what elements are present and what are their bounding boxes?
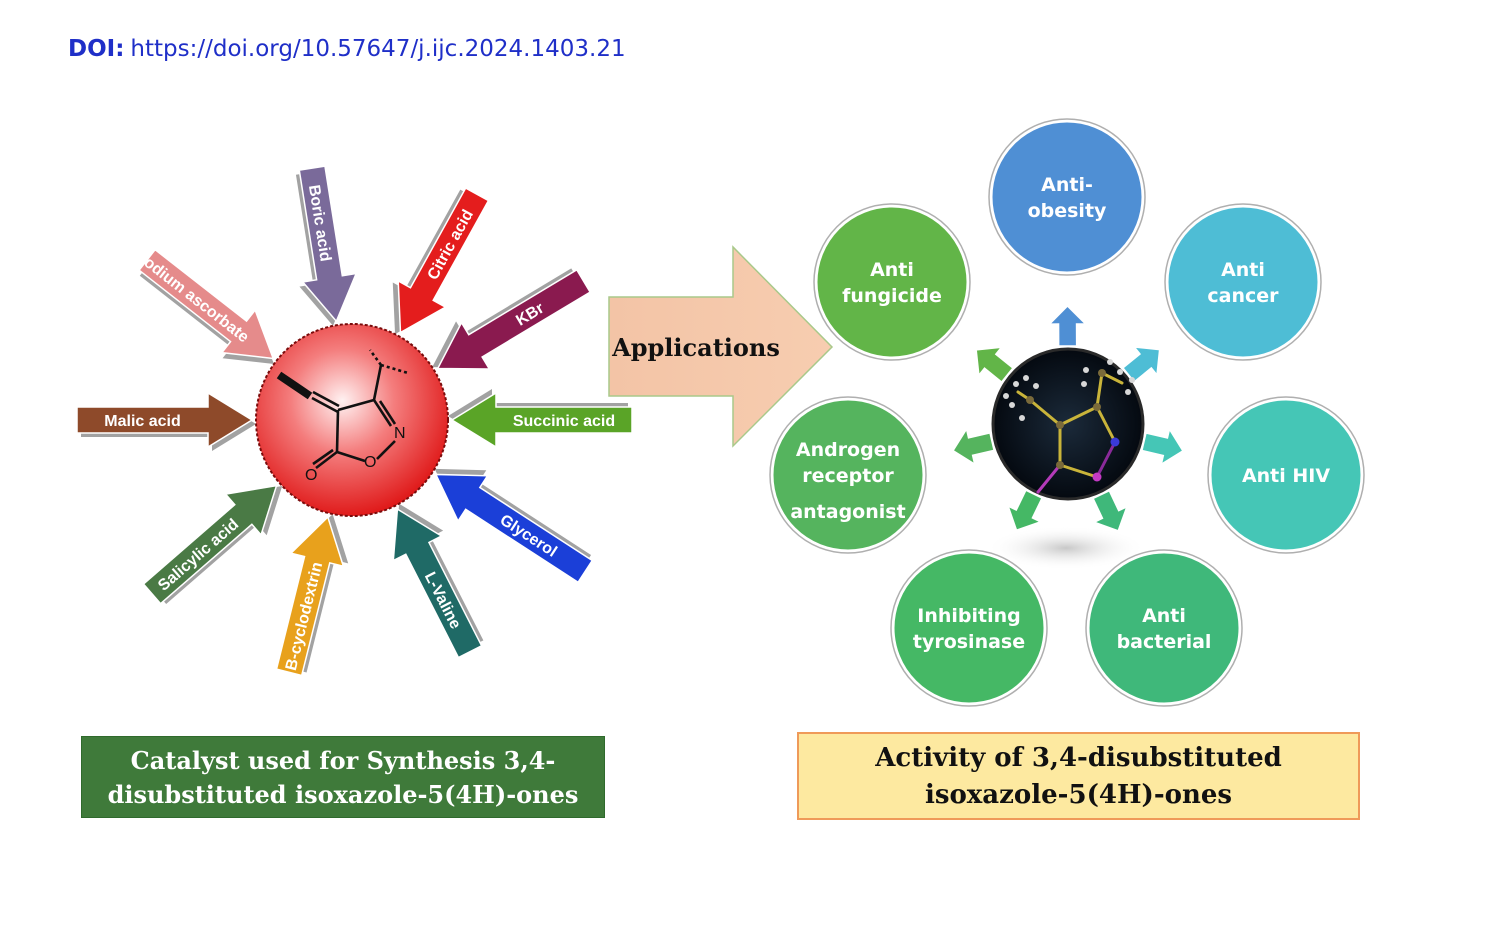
applications-arrow: Applications [608,245,834,448]
molecule-model-icon [1003,359,1135,494]
catalyst-caption: Catalyst used for Synthesis 3,4- disubst… [81,736,605,818]
hub-arrow [952,427,995,466]
catalyst-label-salicylic-acid: Salicylic acid [155,516,242,595]
activity-bubble-anti-obesity: Anti-obesity [988,118,1146,276]
isoxazolone-structure [276,349,409,470]
catalyst-arrow-salicylic-acid: Salicylic acid [142,484,283,605]
catalyst-arrow-malic-acid: Malic acid [76,391,256,451]
catalyst-caption-line2: disubstituted isoxazole-5(4H)-ones [107,780,579,809]
activity-label: receptor [802,465,894,487]
hub-arrow [1092,489,1129,532]
activity-bubble-anti-hiv: Anti HIV [1207,396,1365,554]
activity-bubble-inhibiting-tyrosinase: Inhibiting tyrosinase [890,549,1048,707]
activity-bubble-anti-bacterial: Anti bacterial [1085,549,1243,707]
activity-label: fungicide [842,285,942,307]
activity-label: Anti [870,259,914,281]
activity-caption-line1: Activity of 3,4-disubstituted [875,743,1282,773]
activity-label: antagonist [790,501,905,523]
catalyst-label-succinic-acid: Succinic acid [513,413,615,430]
catalyst-caption-line1: Catalyst used for Synthesis 3,4- [130,746,556,775]
activity-label: Anti HIV [1242,465,1330,487]
doi-label: DOI: [68,36,125,62]
activity-caption-line2: isoxazole-5(4H)-ones [924,780,1233,810]
activity-label: Anti- [1041,174,1093,196]
catalyst-arrow-sodium-ascorbate: Sodium ascorbate [132,247,275,365]
activity-label: Androgen [796,439,900,461]
activity-label: Anti [1142,605,1186,627]
hub-arrow [1140,427,1184,466]
doi-url[interactable]: https://doi.org/10.57647/j.ijc.2024.1403… [130,36,626,62]
molecule-ring-o-label: O [364,454,376,471]
activity-bubble-androgen-receptor-antagonist: Androgen receptor antagonist [769,396,927,554]
hub-arrow [975,346,1015,384]
activity-bubble-anti-cancer: Anti cancer [1164,203,1322,361]
isoxazolone-sphere: O O N [255,323,449,517]
activity-hub [952,304,1184,570]
molecule-n-label: N [394,425,406,442]
activity-label: Anti [1221,259,1265,281]
catalyst-arrow-b-cyclodextrin: B-cyclodextrin [275,514,349,677]
doi-line: DOI:https://doi.org/10.57647/j.ijc.2024.… [68,36,626,62]
activity-label: cancer [1207,285,1279,307]
activity-label: Inhibiting [917,605,1020,627]
catalyst-label-sodium-ascorbate: Sodium ascorbate [132,247,252,346]
catalyst-arrow-succinic-acid: Succinic acid [448,389,633,449]
molecule-o-label: O [305,467,317,484]
hub-arrow [1121,346,1161,383]
activity-bubble-anti-fungicide: Anti fungicide [813,203,971,361]
hub-arrow [1006,489,1044,532]
activity-label: bacterial [1117,631,1212,653]
catalyst-arrow-boric-acid: Boric acid [295,165,358,326]
activity-label: obesity [1028,200,1107,222]
applications-label: Applications [611,333,780,362]
catalyst-label-malic-acid: Malic acid [104,413,180,430]
activity-caption: Activity of 3,4-disubstituted isoxazole-… [797,732,1360,820]
catalyst-arrow-glycerol: Glycerol [434,468,594,584]
activity-label: tyrosinase [913,631,1025,653]
hub-arrow [1047,304,1088,347]
